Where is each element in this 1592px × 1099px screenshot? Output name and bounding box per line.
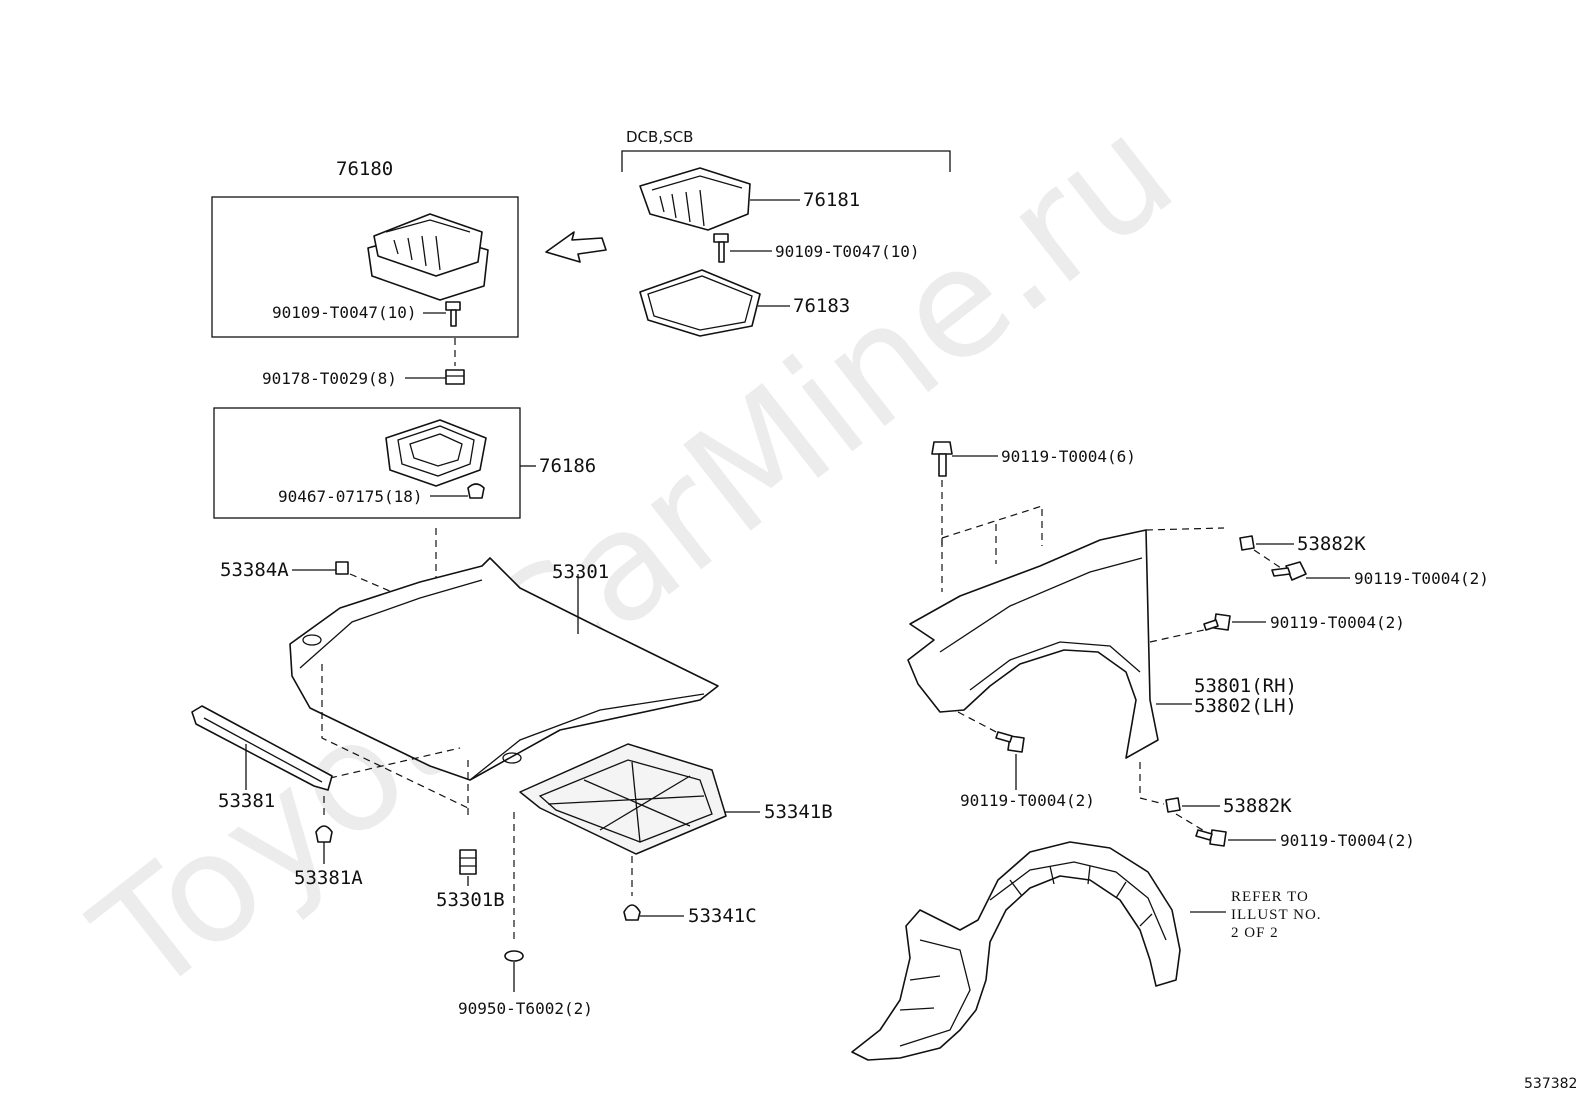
part-bolt-fender-lower: 90119-T0004(2): [960, 791, 1095, 810]
bumper-icon: [335, 561, 349, 575]
hood-scoop-assembly: [367, 213, 489, 301]
clip-icon: [623, 904, 641, 921]
part-bolt-dcb: 90109-T0047(10): [775, 242, 920, 261]
seal-part: [385, 419, 487, 487]
dash-53882k-lower: [1139, 762, 1165, 805]
nut-clip-icon: [1165, 797, 1181, 813]
part-fender-rh: 53801(RH): [1194, 675, 1297, 697]
bolt-icon: [1203, 613, 1231, 631]
refer-line-1: REFER TO: [1231, 889, 1309, 905]
bolt-icon: [931, 441, 953, 477]
hood-part: [289, 557, 719, 781]
nut-clip-icon: [1239, 535, 1255, 551]
part-53341c: 53341C: [688, 905, 757, 927]
part-bolt-fender-r1: 90119-T0004(2): [1354, 569, 1489, 588]
dash-bolt-r2: [1149, 629, 1205, 643]
part-53384a: 53384A: [220, 559, 289, 581]
part-53381: 53381: [218, 790, 275, 812]
clip-icon: [467, 483, 485, 499]
refer-line-2: ILLUST NO.: [1231, 907, 1322, 923]
plug-icon: [504, 950, 524, 962]
part-53882k-lower: 53882K: [1223, 795, 1292, 817]
bolt-icon: [1195, 829, 1227, 847]
dash-fender-mount: [941, 505, 1043, 564]
hood-insulator-part: [519, 743, 727, 855]
dash-53882k-upper: [1145, 527, 1225, 531]
part-bolt-fender-bottom: 90119-T0004(2): [1280, 831, 1415, 850]
bolt-icon: [995, 731, 1025, 753]
part-bolt-fender-r2: 90119-T0004(2): [1270, 613, 1405, 632]
part-53381a: 53381A: [294, 867, 363, 889]
part-76180: 76180: [336, 158, 393, 180]
dash-hood-left: [321, 664, 469, 809]
bolt-icon: [445, 301, 461, 327]
part-nut-90178: 90178-T0029(8): [262, 369, 397, 388]
part-76181: 76181: [803, 189, 860, 211]
nut-icon: [445, 369, 465, 385]
part-53341b: 53341B: [764, 801, 833, 823]
part-76183: 76183: [793, 295, 850, 317]
clip-icon: [315, 825, 333, 843]
gasket-part: [639, 269, 761, 337]
bolt-icon: [1271, 561, 1307, 581]
dash-53384a: [349, 573, 393, 593]
hood-scoop-part: [639, 167, 751, 231]
part-53882k-upper: 53882K: [1297, 533, 1366, 555]
part-clip-90467: 90467-07175(18): [278, 487, 423, 506]
fender-part: [907, 529, 1159, 759]
variant-bracket: [621, 150, 951, 172]
part-76186: 76186: [539, 455, 596, 477]
dash-bolt-lower: [957, 711, 1001, 735]
variant-label: DCB,SCB: [626, 128, 693, 146]
part-bolt-box: 90109-T0047(10): [272, 303, 417, 322]
dash-hood-seal: [329, 747, 461, 779]
dash-bolt-r1: [1253, 549, 1285, 571]
part-53301b: 53301B: [436, 889, 505, 911]
fender-liner-part: [851, 841, 1181, 1061]
cushion-icon: [459, 849, 477, 875]
image-number: 537382: [1524, 1076, 1577, 1092]
box-76180: [211, 196, 519, 338]
arrow-left-icon: [545, 231, 607, 263]
bolt-icon: [713, 233, 729, 263]
seal-strip-part: [191, 705, 333, 791]
part-bolt-top-fender: 90119-T0004(6): [1001, 447, 1136, 466]
part-fender-lh: 53802(LH): [1194, 695, 1297, 717]
dash-bolt-bottom: [1175, 813, 1207, 833]
refer-line-3: 2 OF 2: [1231, 925, 1279, 941]
part-plug-90950: 90950-T6002(2): [458, 999, 593, 1018]
box-76186: [213, 407, 521, 519]
part-53301: 53301: [552, 561, 609, 583]
